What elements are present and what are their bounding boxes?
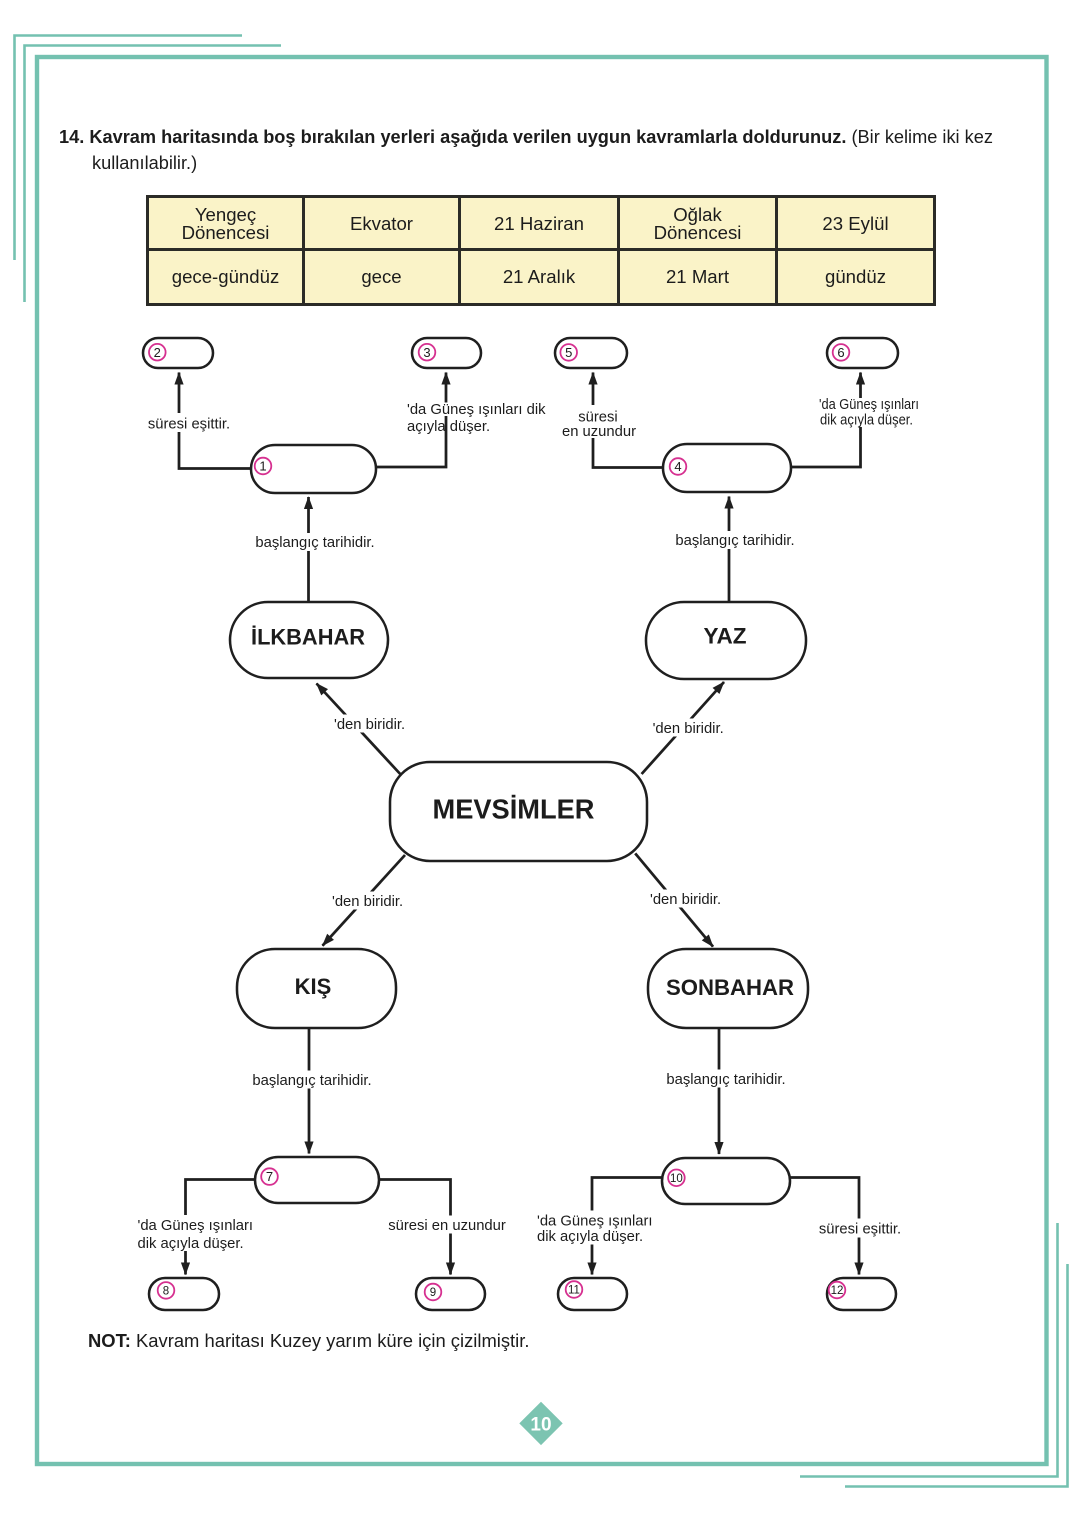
svg-text:10: 10 <box>530 1415 551 1436</box>
svg-text:'den biridir.: 'den biridir. <box>332 894 403 910</box>
svg-text:başlangıç tarihidir.: başlangıç tarihidir. <box>252 1073 371 1089</box>
svg-text:en uzundur: en uzundur <box>562 424 636 440</box>
svg-text:'da Güneş ışınları: 'da Güneş ışınları <box>138 1218 254 1234</box>
svg-text:'den biridir.: 'den biridir. <box>334 717 405 733</box>
svg-text:başlangıç tarihidir.: başlangıç tarihidir. <box>666 1072 785 1088</box>
svg-text:KIŞ: KIŞ <box>295 974 332 999</box>
svg-text:başlangıç tarihidir.: başlangıç tarihidir. <box>675 533 794 549</box>
svg-text:8: 8 <box>163 1286 169 1298</box>
svg-text:dik açıyla düşer.: dik açıyla düşer. <box>138 1236 244 1252</box>
svg-text:'da Güneş ışınları dik: 'da Güneş ışınları dik <box>407 402 546 418</box>
svg-text:süresi: süresi <box>578 410 617 426</box>
svg-text:1: 1 <box>259 459 266 474</box>
svg-text:11: 11 <box>568 1285 580 1297</box>
svg-text:4: 4 <box>674 459 681 474</box>
svg-text:dik açıyla düşer.: dik açıyla düşer. <box>537 1229 643 1245</box>
svg-text:12: 12 <box>831 1285 844 1297</box>
svg-text:MEVSİMLER: MEVSİMLER <box>433 794 595 825</box>
svg-text:'da Güneş ışınları: 'da Güneş ışınları <box>537 1214 653 1230</box>
svg-text:'den biridir.: 'den biridir. <box>653 721 724 737</box>
svg-text:3: 3 <box>423 345 430 360</box>
svg-text:10: 10 <box>670 1173 683 1185</box>
svg-text:SONBAHAR: SONBAHAR <box>666 975 794 1000</box>
svg-text:açıyla düşer.: açıyla düşer. <box>407 419 490 435</box>
svg-text:İLKBAHAR: İLKBAHAR <box>251 625 365 650</box>
svg-text:9: 9 <box>430 1287 436 1299</box>
svg-text:süresi eşittir.: süresi eşittir. <box>819 1222 901 1238</box>
svg-text:süresi eşittir.: süresi eşittir. <box>148 417 230 433</box>
svg-text:başlangıç tarihidir.: başlangıç tarihidir. <box>255 535 374 551</box>
svg-text:7: 7 <box>266 1169 273 1184</box>
svg-text:süresi en uzundur: süresi en uzundur <box>388 1218 506 1234</box>
svg-text:'da Güneş ışınları: 'da Güneş ışınları <box>819 397 919 413</box>
svg-text:YAZ: YAZ <box>704 624 747 649</box>
svg-text:dik açıyla düşer.: dik açıyla düşer. <box>820 413 913 429</box>
svg-text:6: 6 <box>837 345 844 360</box>
svg-text:'den biridir.: 'den biridir. <box>650 892 721 908</box>
svg-text:2: 2 <box>154 345 161 360</box>
svg-text:5: 5 <box>565 345 572 360</box>
